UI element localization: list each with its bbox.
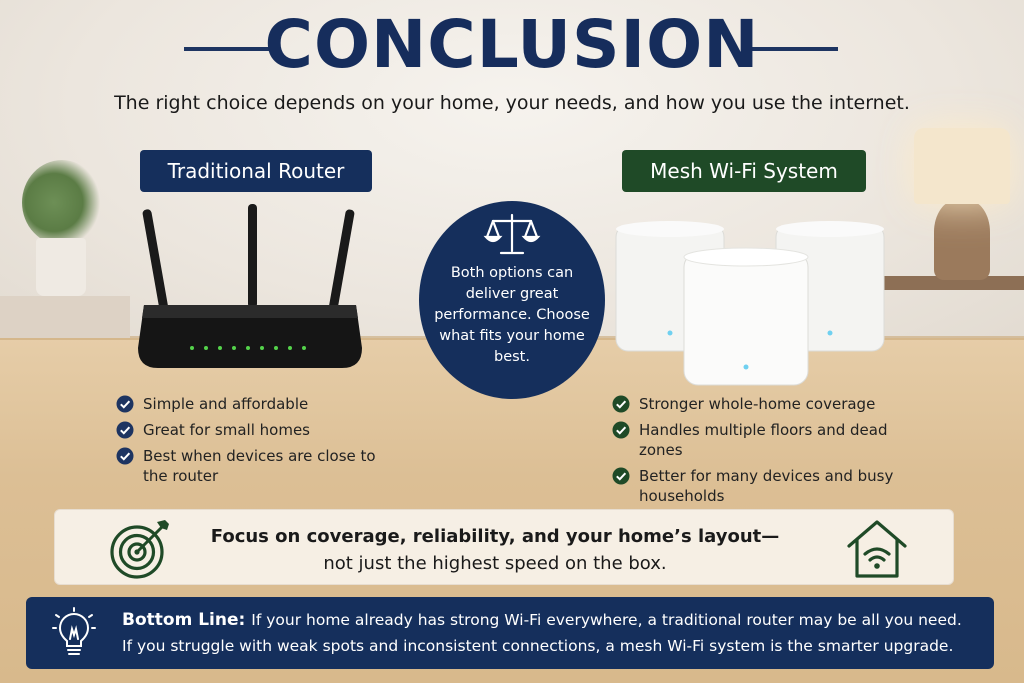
list-item: Stronger whole-home coverage xyxy=(612,394,912,414)
page-subtitle: The right choice depends on your home, y… xyxy=(114,92,910,114)
check-icon xyxy=(116,421,134,439)
bottom-line-text1: Bottom Line: If your home already has str… xyxy=(122,610,962,630)
page-title: CONCLUSION xyxy=(264,6,760,83)
check-icon xyxy=(612,395,630,413)
background-shelf xyxy=(0,296,130,338)
list-item-text: Best when devices are close to the route… xyxy=(143,447,376,485)
center-callout-text: Both options can deliver great performan… xyxy=(434,265,590,365)
list-item: Simple and affordable xyxy=(116,394,376,414)
list-item: Handles multiple floors and dead zones xyxy=(612,420,912,460)
check-icon xyxy=(116,447,134,465)
mesh-benefits-list: Stronger whole-home coverage Handles mul… xyxy=(612,394,912,512)
plant-leaves xyxy=(22,160,102,245)
check-icon xyxy=(612,467,630,485)
list-item-text: Better for many devices and busy househo… xyxy=(639,467,894,505)
focus-text-line1: Focus on coverage, reliability, and your… xyxy=(210,526,780,547)
balance-scale-icon xyxy=(483,213,541,255)
check-icon xyxy=(612,421,630,439)
focus-text-line2: not just the highest speed on the box. xyxy=(323,553,667,574)
target-icon xyxy=(110,520,169,579)
lamp-base xyxy=(934,200,990,280)
list-item: Better for many devices and busy househo… xyxy=(612,466,912,506)
mesh-label: Mesh Wi-Fi System xyxy=(622,150,866,192)
list-item-text: Simple and affordable xyxy=(143,395,309,413)
bottom-line-sentence1: If your home already has strong Wi-Fi ev… xyxy=(251,611,962,629)
bottom-line-sentence2: If you struggle with weak spots and inco… xyxy=(122,637,954,655)
background-side-table xyxy=(880,276,1024,290)
title-rule-right xyxy=(750,47,838,51)
list-item-text: Great for small homes xyxy=(143,421,310,439)
list-item-text: Stronger whole-home coverage xyxy=(639,395,876,413)
router-image xyxy=(138,204,362,368)
lightbulb-icon xyxy=(52,607,96,655)
bottom-line-banner: Bottom Line: If your home already has str… xyxy=(26,597,994,669)
bottom-line-heading: Bottom Line: xyxy=(122,610,246,630)
center-callout: Both options can deliver great performan… xyxy=(419,201,605,399)
focus-callout: Focus on coverage, reliability, and your… xyxy=(54,509,954,585)
title-rule-left xyxy=(184,47,272,51)
list-item: Great for small homes xyxy=(116,420,376,440)
plant-pot xyxy=(36,238,86,296)
mesh-image xyxy=(615,221,885,386)
check-icon xyxy=(116,395,134,413)
list-item: Best when devices are close to the route… xyxy=(116,446,376,486)
lamp-shade xyxy=(914,128,1010,204)
router-benefits-list: Simple and affordable Great for small ho… xyxy=(116,394,376,492)
router-label: Traditional Router xyxy=(140,150,372,192)
home-wifi-icon xyxy=(847,520,907,578)
list-item-text: Handles multiple floors and dead zones xyxy=(639,421,888,459)
